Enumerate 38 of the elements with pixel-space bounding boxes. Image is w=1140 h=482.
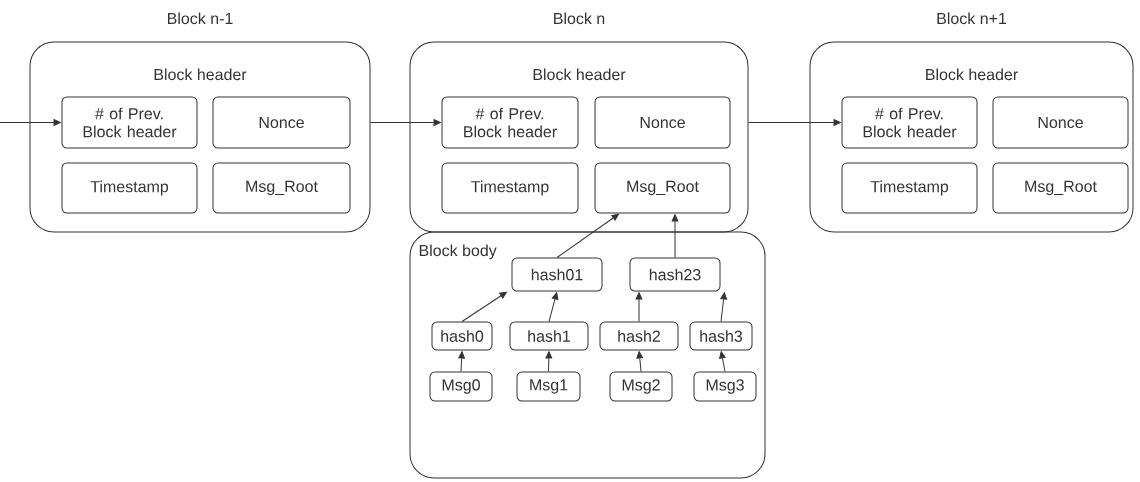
arrow <box>548 292 559 322</box>
arrow <box>0 119 61 126</box>
field-box: Timestamp <box>841 162 978 214</box>
field-box: hash3 <box>689 321 753 351</box>
arrow <box>556 213 619 258</box>
arrow <box>671 214 679 258</box>
field-box: # of Prev. Block header <box>441 96 579 149</box>
field-box: hash1 <box>509 321 589 351</box>
field-box: Msg1 <box>516 371 581 402</box>
field-box: hash23 <box>629 257 721 292</box>
field-box: Msg_Root <box>992 162 1129 214</box>
field-box: Nonce <box>594 96 731 149</box>
arrow <box>636 351 644 372</box>
field-box: Msg_Root <box>212 162 351 214</box>
arrow <box>719 351 726 372</box>
arrow <box>748 119 841 126</box>
field-box: Msg0 <box>429 371 493 402</box>
field-box: Msg2 <box>609 371 673 402</box>
node-label: Block n+1 <box>937 12 1007 25</box>
arrow <box>461 291 507 322</box>
field-box: # of Prev. Block header <box>841 96 978 149</box>
field-box: hash0 <box>431 321 493 351</box>
field-box: Timestamp <box>441 162 579 214</box>
field-box: Nonce <box>992 96 1129 149</box>
field-box: Msg_Root <box>594 162 731 214</box>
field-box: Timestamp <box>61 162 198 214</box>
field-box: # of Prev. Block header <box>61 96 198 149</box>
field-box: Nonce <box>212 96 351 149</box>
arrow <box>635 292 643 322</box>
field-box: Msg3 <box>693 371 757 402</box>
arrow <box>545 351 553 372</box>
arrow <box>720 292 727 322</box>
node-label: Block n <box>554 12 605 25</box>
node-label: Block n-1 <box>167 12 233 25</box>
field-box: hash01 <box>511 257 603 292</box>
arrow <box>370 119 441 126</box>
field-box: hash2 <box>599 321 679 351</box>
arrow <box>458 351 465 372</box>
